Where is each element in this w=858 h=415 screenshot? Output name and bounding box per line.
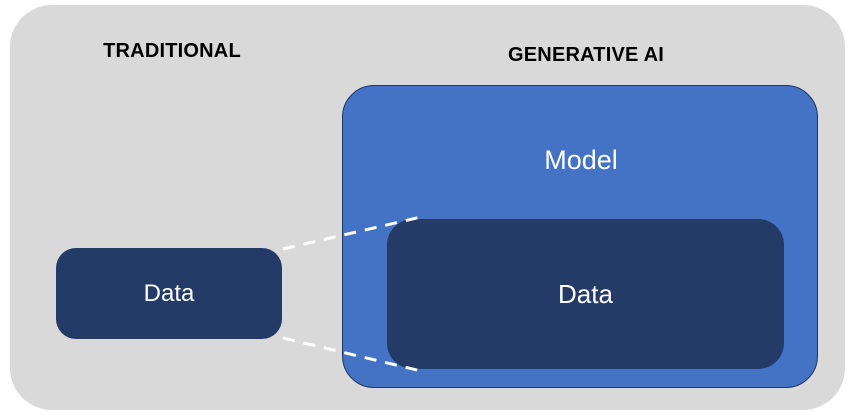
section-heading-traditional: TRADITIONAL <box>103 40 241 62</box>
data-label-generative: Data <box>558 279 613 309</box>
data-box-generative: Data <box>387 219 784 369</box>
data-label-traditional: Data <box>143 279 195 307</box>
section-heading-generative: GENERATIVE AI <box>508 44 664 66</box>
model-label: Model <box>544 145 618 175</box>
data-box-traditional: Data <box>56 248 282 339</box>
